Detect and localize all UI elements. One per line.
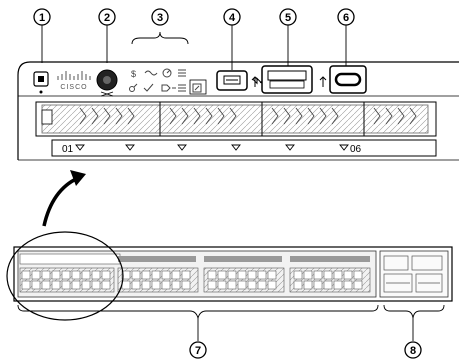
callout-7: 7 bbox=[17, 304, 379, 359]
svg-text:4: 4 bbox=[229, 12, 236, 24]
svg-text:2: 2 bbox=[104, 12, 110, 24]
svg-text:8: 8 bbox=[410, 345, 416, 357]
svg-text:CISCO: CISCO bbox=[60, 84, 87, 91]
callout-4: 4 bbox=[223, 8, 241, 70]
port-label-last: 06 bbox=[350, 144, 362, 155]
usb-type-c-port-icon bbox=[319, 65, 367, 94]
mini-usb-console-port-icon bbox=[216, 70, 248, 91]
zoom-arrow bbox=[42, 170, 86, 227]
callout-8: 8 bbox=[383, 304, 445, 359]
switch-full-view bbox=[13, 246, 453, 302]
svg-text:$: $ bbox=[131, 69, 136, 79]
port-row-enlarged bbox=[35, 101, 437, 137]
zoom-circle bbox=[6, 231, 124, 321]
svg-text:1: 1 bbox=[39, 12, 45, 24]
enlarged-panel bbox=[17, 61, 459, 161]
callout-3: 3 bbox=[131, 8, 189, 45]
port-label-first: 01 bbox=[62, 144, 74, 155]
mode-button-icon bbox=[33, 71, 49, 94]
svg-text:⭍: ⭍ bbox=[252, 77, 264, 85]
svg-text:3: 3 bbox=[157, 12, 163, 24]
svg-text:6: 6 bbox=[343, 12, 349, 24]
cisco-logo: CISCO bbox=[57, 71, 91, 91]
svg-text:5: 5 bbox=[285, 12, 291, 24]
callout-1: 1 bbox=[33, 8, 51, 63]
callout-2: 2 bbox=[98, 8, 116, 63]
callout-6: 6 bbox=[337, 8, 355, 66]
port-label-row: 01 06 bbox=[51, 139, 437, 157]
status-led-icons: $ bbox=[129, 68, 202, 93]
fan-module-icon bbox=[96, 69, 118, 97]
svg-text:7: 7 bbox=[195, 345, 201, 357]
callout-5: 5 bbox=[279, 8, 297, 66]
usb-type-a-port-icon: ⭍ bbox=[251, 65, 313, 94]
